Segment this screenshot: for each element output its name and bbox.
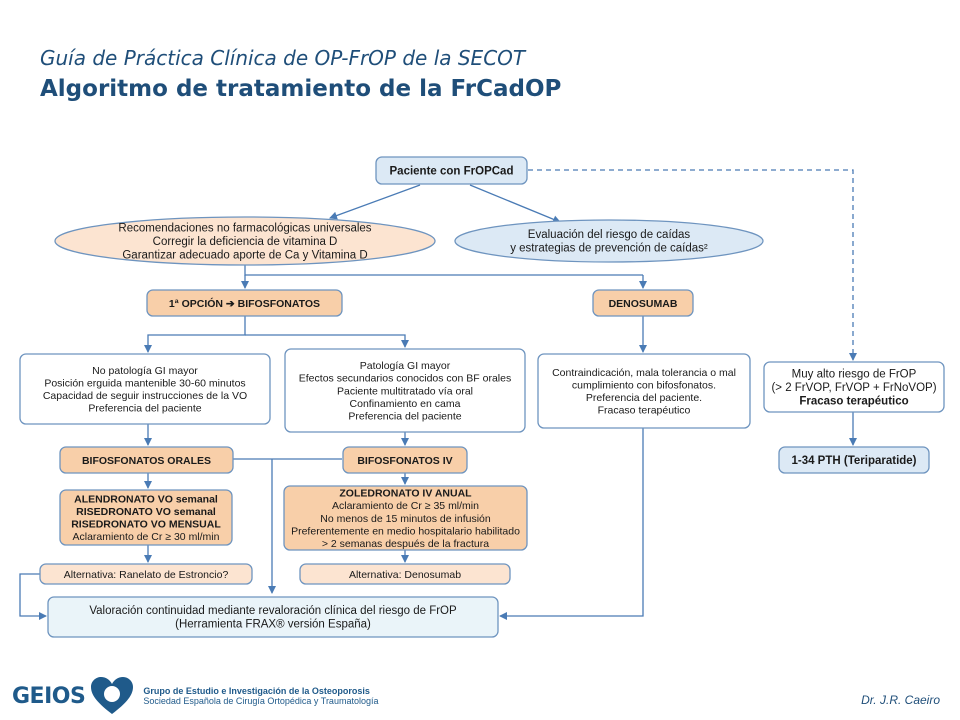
node-falls: Evaluación del riesgo de caídas y estrate… bbox=[454, 219, 764, 263]
node-text-line: (> 2 FrVOP, FrVOP + FrNoVOP) bbox=[771, 382, 936, 394]
node-alt-ranelato: Alternativa: Ranelato de Estroncio? bbox=[39, 563, 253, 585]
algorithm-title: Algoritmo de tratamiento de la FrCadOP bbox=[40, 76, 562, 102]
node-text-line: RISEDRONATO VO semanal bbox=[76, 506, 216, 518]
node-text-line: Preferencia del paciente bbox=[88, 403, 201, 415]
node-text-line: Evaluación del riesgo de caídas bbox=[528, 229, 691, 241]
node-text-line: Aclaramiento de Cr ≥ 30 ml/min bbox=[73, 531, 220, 543]
node-shape bbox=[47, 596, 499, 638]
node-shape bbox=[39, 563, 253, 585]
node-text-line: Paciente multitratado vía oral bbox=[337, 385, 473, 397]
node-shape bbox=[778, 446, 930, 474]
node-shape bbox=[375, 156, 528, 185]
node-text-line: 1ª OPCIÓN ➔ BIFOSFONATOS bbox=[169, 297, 320, 310]
connector-patient-nonpharma bbox=[329, 184, 421, 220]
heart-logo-icon bbox=[91, 677, 134, 714]
node-text-line: Confinamiento en cama bbox=[350, 398, 461, 410]
node-text-line: Posición erguida mantenible 30-60 minuto… bbox=[44, 378, 245, 390]
node-text-line: No menos de 15 minutos de infusión bbox=[320, 513, 491, 525]
connector-nonpharma-bus bbox=[244, 265, 643, 276]
connector-ranelato-valoracion bbox=[19, 573, 47, 620]
node-text-line: Fracaso terapéutico bbox=[799, 395, 908, 407]
guide-subtitle: Guía de Práctica Clínica de OP-FrOP de l… bbox=[40, 46, 526, 70]
node-text-line: Fracaso terapéutico bbox=[598, 405, 691, 417]
node-text-line: y estrategias de prevención de caídas² bbox=[510, 243, 708, 255]
node-denosumab: DENOSUMAB bbox=[592, 289, 694, 317]
node-text-line: RISEDRONATO VO MENSUAL bbox=[71, 519, 221, 531]
node-text-line: ALENDRONATO VO semanal bbox=[74, 493, 218, 505]
node-shape bbox=[146, 289, 343, 317]
node-shape bbox=[454, 219, 764, 263]
node-text-line: No patología GI mayor bbox=[92, 365, 198, 377]
node-text-line: BIFOSFONATOS ORALES bbox=[82, 455, 211, 467]
node-text-line: > 2 semanas después de la fractura bbox=[322, 538, 489, 550]
node-first-option: 1ª OPCIÓN ➔ BIFOSFONATOS bbox=[146, 289, 343, 317]
node-valoracion: Valoración continuidad mediante revalora… bbox=[47, 596, 499, 638]
node-text-line: Alternativa: Denosumab bbox=[349, 569, 461, 581]
node-patient: Paciente con FrOPCad bbox=[375, 156, 528, 185]
author-credit: Dr. J.R. Caeiro bbox=[861, 693, 940, 707]
node-text-line: Paciente con FrOPCad bbox=[390, 165, 514, 177]
node-shape bbox=[342, 446, 468, 474]
node-text-line: Preferencia del paciente. bbox=[586, 392, 702, 404]
geios-logo: GEIOS Grupo de Estudio e Investigación d… bbox=[12, 676, 378, 716]
connector-first-option-gi bbox=[245, 334, 409, 348]
org-name: Grupo de Estudio e Investigación de la O… bbox=[143, 685, 370, 696]
node-text-line: cumplimiento con bifosfonatos. bbox=[572, 380, 716, 392]
node-text-line: Corregir la deficiencia de vitamina D bbox=[153, 236, 338, 248]
node-shape bbox=[283, 485, 528, 551]
node-text-line: Patología GI mayor bbox=[360, 360, 451, 372]
node-text-line: Valoración continuidad mediante revalora… bbox=[89, 605, 457, 617]
node-text-line: Recomendaciones no farmacológicas univer… bbox=[118, 222, 371, 234]
node-text-line: Preferentemente en medio hospitalario ha… bbox=[291, 525, 520, 537]
node-text-line: Garantizar adecuado aporte de Ca y Vitam… bbox=[122, 249, 367, 261]
node-text-line: ZOLEDRONATO IV ANUAL bbox=[339, 488, 472, 500]
node-shape bbox=[19, 353, 271, 425]
node-oral-bf: BIFOSFONATOS ORALES bbox=[59, 446, 234, 474]
node-alt-denosumab: Alternativa: Denosumab bbox=[299, 563, 511, 585]
connector-contra-valoracion bbox=[499, 428, 644, 620]
node-shape bbox=[59, 489, 233, 546]
node-shape bbox=[284, 348, 526, 433]
node-shape bbox=[54, 216, 436, 266]
node-nonpharma: Recomendaciones no farmacológicas univer… bbox=[54, 216, 436, 266]
node-shape bbox=[592, 289, 694, 317]
connector-patient-very-high-dashed bbox=[528, 169, 857, 361]
connector-first-option-split bbox=[144, 316, 246, 353]
node-text-line: Alternativa: Ranelato de Estroncio? bbox=[64, 569, 229, 581]
connectors bbox=[19, 169, 857, 620]
node-iv-bf: BIFOSFONATOS IV bbox=[342, 446, 468, 474]
node-shape bbox=[537, 353, 751, 429]
node-text-line: BIFOSFONATOS IV bbox=[357, 455, 452, 467]
node-shape bbox=[763, 361, 945, 413]
node-text-line: Preferencia del paciente bbox=[348, 411, 461, 423]
node-text-line: Contraindicación, mala tolerancia o mal bbox=[552, 367, 736, 379]
node-text-line: (Herramienta FRAX® versión España) bbox=[175, 619, 371, 631]
connector-patient-falls bbox=[469, 184, 561, 224]
node-very-high: Muy alto riesgo de FrOP (> 2 FrVOP, FrVOP… bbox=[763, 361, 945, 413]
node-text-line: Muy alto riesgo de FrOP bbox=[792, 368, 917, 380]
node-contra: Contraindicación, mala tolerancia o malc… bbox=[537, 353, 751, 429]
geios-wordmark: GEIOS bbox=[12, 683, 86, 709]
node-shape bbox=[59, 446, 234, 474]
node-pth: 1-34 PTH (Teriparatide) bbox=[778, 446, 930, 474]
node-text-line: Capacidad de seguir instrucciones de la … bbox=[43, 390, 247, 402]
node-text-line: DENOSUMAB bbox=[609, 298, 678, 310]
node-text-line: Efectos secundarios conocidos con BF ora… bbox=[299, 373, 511, 385]
org-society: Sociedad Española de Cirugía Ortopédica … bbox=[143, 696, 379, 706]
node-text-line: Aclaramiento de Cr ≥ 35 ml/min bbox=[332, 500, 479, 512]
node-shape bbox=[299, 563, 511, 585]
node-text-line: 1-34 PTH (Teriparatide) bbox=[791, 455, 916, 467]
header: Guía de Práctica Clínica de OP-FrOP de l… bbox=[40, 46, 561, 102]
